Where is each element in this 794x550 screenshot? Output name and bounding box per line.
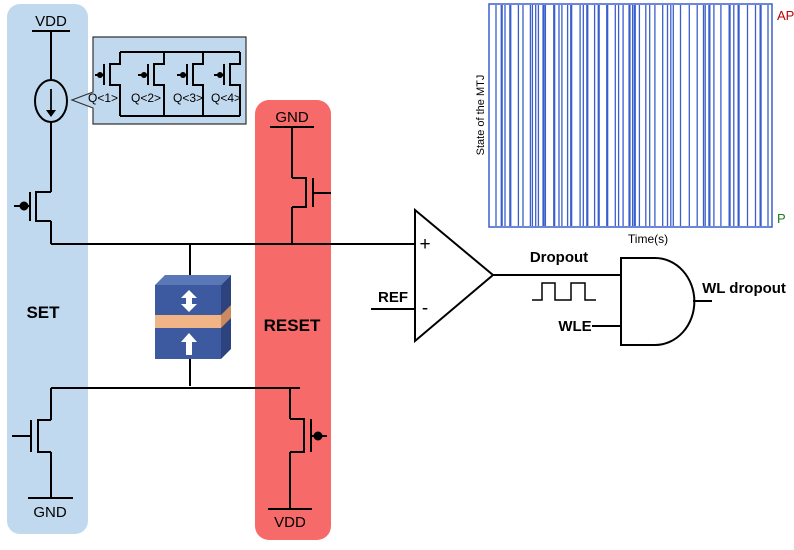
current-source-arrow-head [46,110,56,117]
callout-transistor-array [95,51,241,117]
comparator-plus: + [419,234,430,255]
wle-label: WLE [558,318,591,335]
comparator-minus: - [422,298,428,319]
callout-gate-bubbles [97,72,223,78]
vdd-bottom-reset-label: VDD [274,514,306,531]
reset-label: RESET [264,316,321,335]
set-label: SET [26,303,60,322]
pulse-train-icon [532,282,596,301]
plot-p-label: P [777,211,786,226]
set-band [7,4,88,534]
nmos-set-transistor [12,419,51,453]
plot-ap-label: AP [777,8,794,23]
pmos-set-transistor [14,191,51,222]
callout-box [70,36,247,125]
and-gate-symbol [620,257,696,346]
mtj-state-plot: State of the MTJ Time(s) AP P [475,3,794,246]
plot-ylabel: State of the MTJ [475,75,487,156]
mtj-device-icon [155,275,231,359]
ref-label: REF [378,289,408,306]
q2-label: Q<2> [131,91,161,105]
dropout-label: Dropout [530,249,588,266]
wl-dropout-label: WL dropout [702,280,786,297]
gnd-top-reset-label: GND [275,109,309,126]
vdd-top-label: VDD [35,13,67,30]
q3-label: Q<3> [173,91,203,105]
nmos-reset-transistor [292,177,331,208]
plot-xlabel: Time(s) [628,232,668,246]
comparator-symbol [414,207,495,344]
q1-label: Q<1> [88,91,118,105]
plot-trace-lines [495,5,769,226]
q4-label: Q<4> [211,91,241,105]
pmos-reset-transistor [290,418,327,453]
gnd-bottom-label: GND [33,504,67,521]
